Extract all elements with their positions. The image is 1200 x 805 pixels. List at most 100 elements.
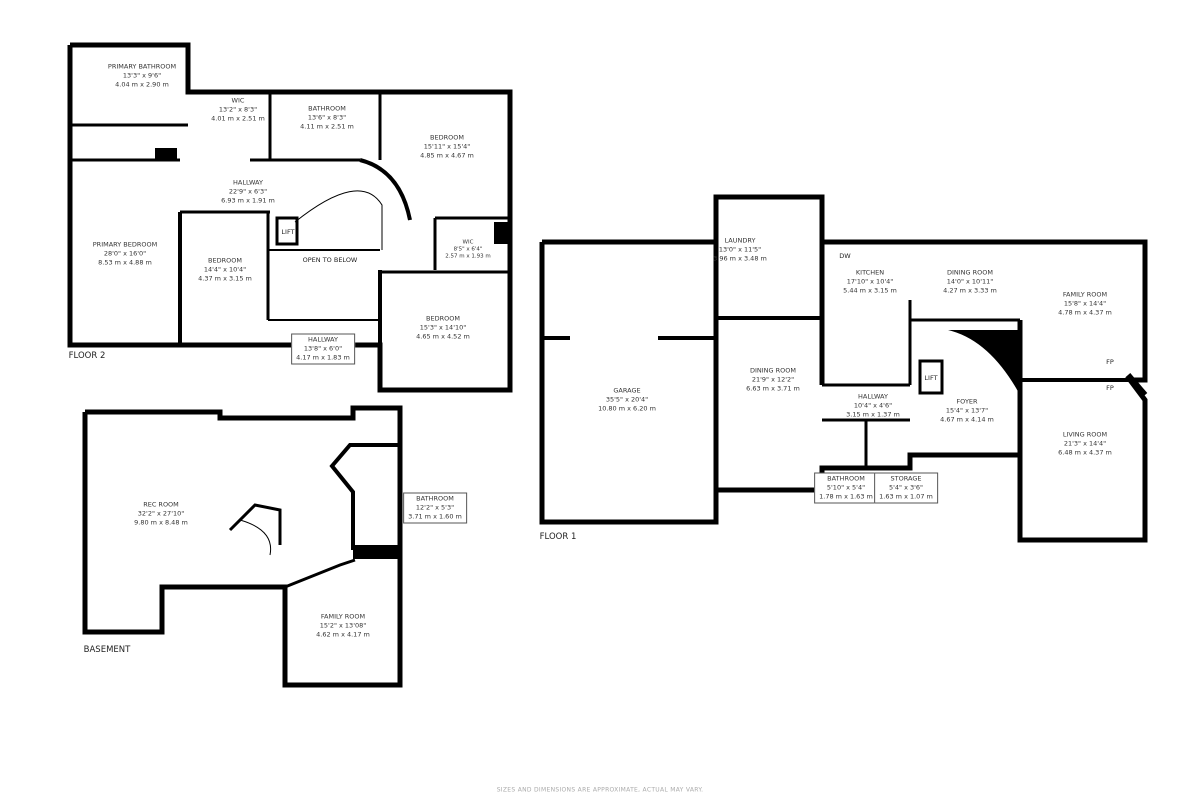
room-dims-imperial: 15'8" x 14'4" [1063,299,1107,308]
room-dims-metric: 4.85 m x 4.67 m [420,151,474,160]
room-dims-imperial: 13'2" x 8'3" [218,105,258,114]
room-dims-imperial: 15'3" x 14'10" [419,323,467,332]
room-dims-metric: 4.01 m x 2.51 m [211,114,265,123]
room-name: WIC [462,239,474,246]
open-to-below-label: OPEN TO BELOW [302,256,358,264]
room-dims-metric: 2.57 m x 1.93 m [445,253,491,260]
room-dims-imperial: 22'9" x 6'3" [228,187,268,196]
room-name: LIVING ROOM [1062,430,1108,439]
room-dims-imperial: 15'4" x 13'7" [945,406,989,415]
room-dims-metric: 4.65 m x 4.52 m [416,332,470,341]
room-name: HALLWAY [308,335,338,344]
room-dims-metric: 4.11 m x 2.51 m [300,122,354,131]
room-name: WIC [231,96,245,105]
room-dims-metric: 10.80 m x 6.20 m [598,404,656,413]
room-dims-imperial: 35'5" x 20'4" [605,395,649,404]
room-name: HALLWAY [858,392,888,401]
room-dims-metric: 4.78 m x 4.37 m [1058,308,1112,317]
floor-label-floor2: FLOOR 2 [68,351,106,361]
room-dims-metric: 4.17 m x 1.83 m [296,353,350,362]
room-name: PRIMARY BEDROOM [92,240,158,249]
room-name: BATHROOM [308,104,346,113]
room-dims-metric: 3.96 m x 3.48 m [713,254,767,263]
room-dims-metric: 1.78 m x 1.63 m [819,492,873,501]
floor1-walls [539,194,1148,543]
room-name: FAMILY ROOM [1062,290,1108,299]
room-dims-imperial: 13'8" x 6'0" [303,344,343,353]
room-dims-imperial: 14'0" x 10'11" [946,277,994,286]
room-name: BEDROOM [430,133,464,142]
room-dims-metric: 6.93 m x 1.91 m [221,196,275,205]
room-dims-metric: 3.71 m x 1.60 m [408,512,462,521]
room-name: FAMILY ROOM [320,612,366,621]
room-name: FOYER [956,397,978,406]
room-dims-imperial: 21'9" x 12'2" [751,375,795,384]
room-name: HALLWAY [233,178,263,187]
room-dims-imperial: 13'6" x 8'3" [307,113,347,122]
lift-label: LIFT [924,374,938,382]
fireplace-label: FP [1106,384,1114,392]
room-dims-metric: 8.53 m x 4.88 m [98,258,152,267]
room-dims-imperial: 5'10" x 5'4" [826,483,866,492]
room-name: REC ROOM [143,500,179,509]
room-dims-metric: 6.48 m x 4.37 m [1058,448,1112,457]
room-name: GARAGE [613,386,641,395]
room-dims-imperial: 21'3" x 14'4" [1063,439,1107,448]
lift-label: LIFT [281,228,295,236]
room-dims-metric: 6.63 m x 3.71 m [746,384,800,393]
room-name: DINING ROOM [946,268,994,277]
basement-walls [82,405,403,688]
room-dims-imperial: 15'2" x 13'08" [319,621,367,630]
room-dims-imperial: 12'2" x 5'3" [415,503,455,512]
room-dims-imperial: 13'0" x 11'5" [718,245,762,254]
dishwasher-label: DW [839,252,851,260]
room-name: BATHROOM [827,474,865,483]
room-dims-imperial: 5'4" x 3'6" [888,483,924,492]
room-dims-imperial: 15'11" x 15'4" [423,142,471,151]
disclaimer-footer: SIZES AND DIMENSIONS ARE APPROXIMATE, AC… [496,786,704,794]
room-dims-imperial: 28'0" x 16'0" [103,249,147,258]
room-dims-metric: 4.37 m x 3.15 m [198,274,252,283]
floor-label-floor1: FLOOR 1 [539,532,577,542]
room-name: BATHROOM [416,494,454,503]
room-dims-imperial: 17'10" x 10'4" [846,277,894,286]
room-dims-metric: 5.44 m x 3.15 m [843,286,897,295]
room-dims-imperial: 8'5" x 6'4" [453,246,483,253]
room-dims-metric: 4.04 m x 2.90 m [115,80,169,89]
room-name: KITCHEN [855,268,885,277]
room-dims-metric: 1.63 m x 1.07 m [879,492,933,501]
room-dims-metric: 4.27 m x 3.33 m [943,286,997,295]
fireplace-label: FP [1106,358,1114,366]
room-name: STORAGE [890,474,922,483]
room-dims-metric: 9.80 m x 8.48 m [134,518,188,527]
room-name: BEDROOM [426,314,460,323]
room-name: LAUNDRY [724,236,756,245]
room-dims-metric: 4.67 m x 4.14 m [940,415,994,424]
room-name: BEDROOM [208,256,242,265]
room-dims-imperial: 10'4" x 4'6" [853,401,893,410]
